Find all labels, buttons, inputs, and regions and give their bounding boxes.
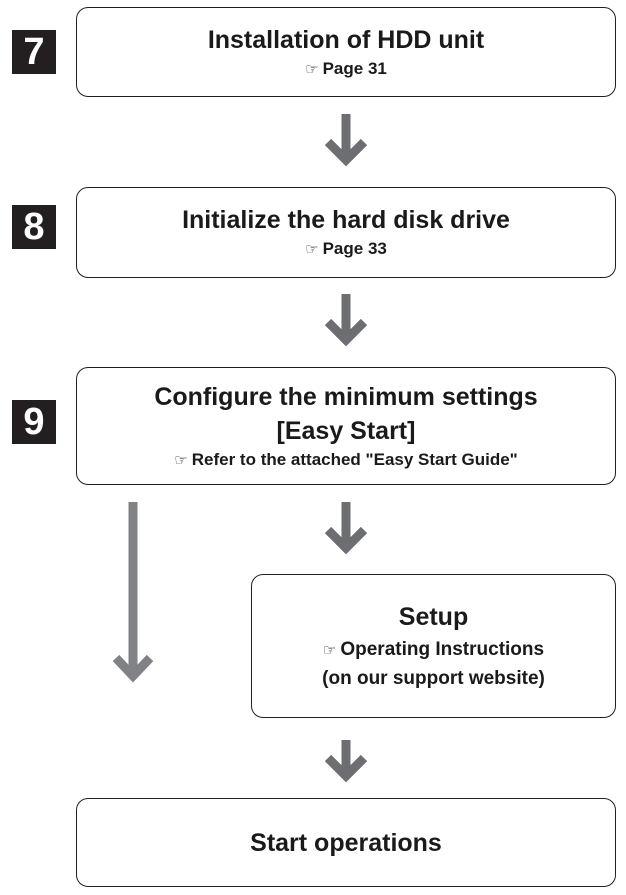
start-operations-title: Start operations	[250, 828, 442, 857]
setup-title: Setup	[398, 602, 469, 631]
step-7-title: Installation of HDD unit	[207, 25, 485, 54]
reference-hand-icon: ☞	[322, 641, 337, 659]
step-7-reference: ☞Page 31	[305, 57, 387, 82]
start-operations-box: Start operations	[76, 798, 616, 887]
step-number-badge-8: 8	[12, 205, 56, 249]
step-7-box: Installation of HDD unit ☞Page 31	[76, 7, 616, 97]
step-9-guide-ref: Refer to the attached "Easy Start Guide"	[191, 449, 518, 469]
down-arrow-icon	[324, 502, 368, 555]
step-9-title-line2: [Easy Start]	[276, 416, 416, 445]
down-arrow-icon	[324, 740, 368, 783]
step-9-reference: ☞Refer to the attached "Easy Start Guide…	[174, 448, 517, 473]
step-8-reference: ☞Page 33	[305, 237, 387, 262]
reference-hand-icon: ☞	[305, 241, 319, 258]
step-8-box: Initialize the hard disk drive ☞Page 33	[76, 187, 616, 278]
setup-box: Setup ☞Operating Instructions (on our su…	[251, 574, 616, 718]
bypass-down-arrow-icon	[112, 502, 154, 683]
step-9-box: Configure the minimum settings [Easy Sta…	[76, 367, 616, 485]
down-arrow-icon	[324, 114, 368, 167]
reference-hand-icon: ☞	[174, 451, 188, 469]
setup-reference-line2: (on our support website)	[322, 667, 545, 689]
step-number-badge-7: 7	[12, 30, 56, 74]
reference-hand-icon: ☞	[305, 60, 319, 78]
step-7-page-ref: Page 31	[322, 58, 387, 78]
down-arrow-icon	[324, 294, 368, 347]
step-8-title: Initialize the hard disk drive	[182, 206, 510, 234]
step-number-badge-9: 9	[12, 400, 56, 444]
step-9-title-line1: Configure the minimum settings	[154, 382, 538, 411]
setup-ref-text: Operating Instructions	[340, 638, 545, 660]
step-8-page-ref: Page 33	[322, 239, 387, 258]
setup-reference-line1: ☞Operating Instructions	[323, 636, 544, 665]
